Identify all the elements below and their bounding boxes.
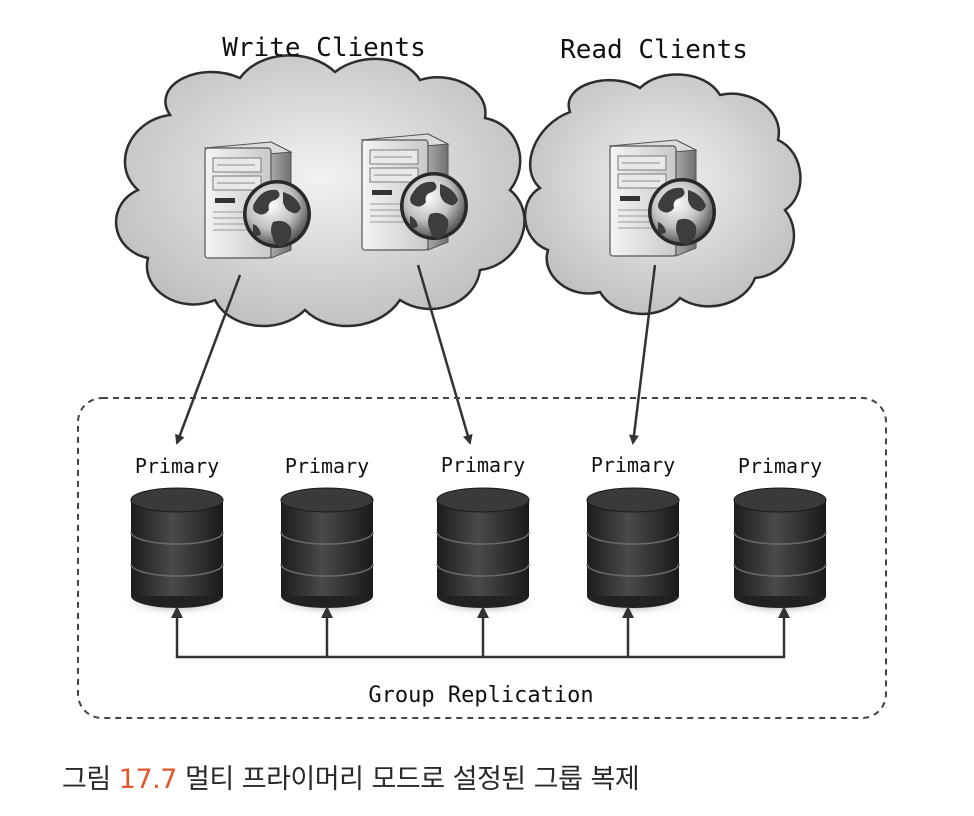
database-icon <box>116 487 238 618</box>
read-arrow <box>629 264 657 445</box>
database-icon <box>719 487 841 618</box>
database-icon <box>572 487 694 618</box>
group-replication-label: Group Replication <box>368 683 593 708</box>
write-clients-title: Write Clients <box>222 33 426 63</box>
node-label: Primary <box>135 454 219 478</box>
node-label: Primary <box>441 453 525 477</box>
write-arrow-1 <box>175 274 242 445</box>
group-replication-boundary <box>77 397 887 719</box>
replication-arrowheads <box>171 606 790 618</box>
caption-text: 멀티 프라이머리 모드로 설정된 그룹 복제 <box>176 764 640 795</box>
node-label: Primary <box>285 454 369 478</box>
read-clients-title: Read Clients <box>560 35 748 65</box>
database-icon <box>422 487 544 618</box>
node-label: Primary <box>738 454 822 478</box>
node-label: Primary <box>591 453 675 477</box>
replication-bus <box>175 612 786 659</box>
database-icon <box>266 487 388 618</box>
figure-caption: 그림 17.7 멀티 프라이머리 모드로 설정된 그룹 복제 <box>62 757 640 796</box>
write-arrow-2 <box>416 264 473 445</box>
caption-number: 17.7 <box>118 764 178 795</box>
caption-prefix: 그림 <box>62 764 119 795</box>
